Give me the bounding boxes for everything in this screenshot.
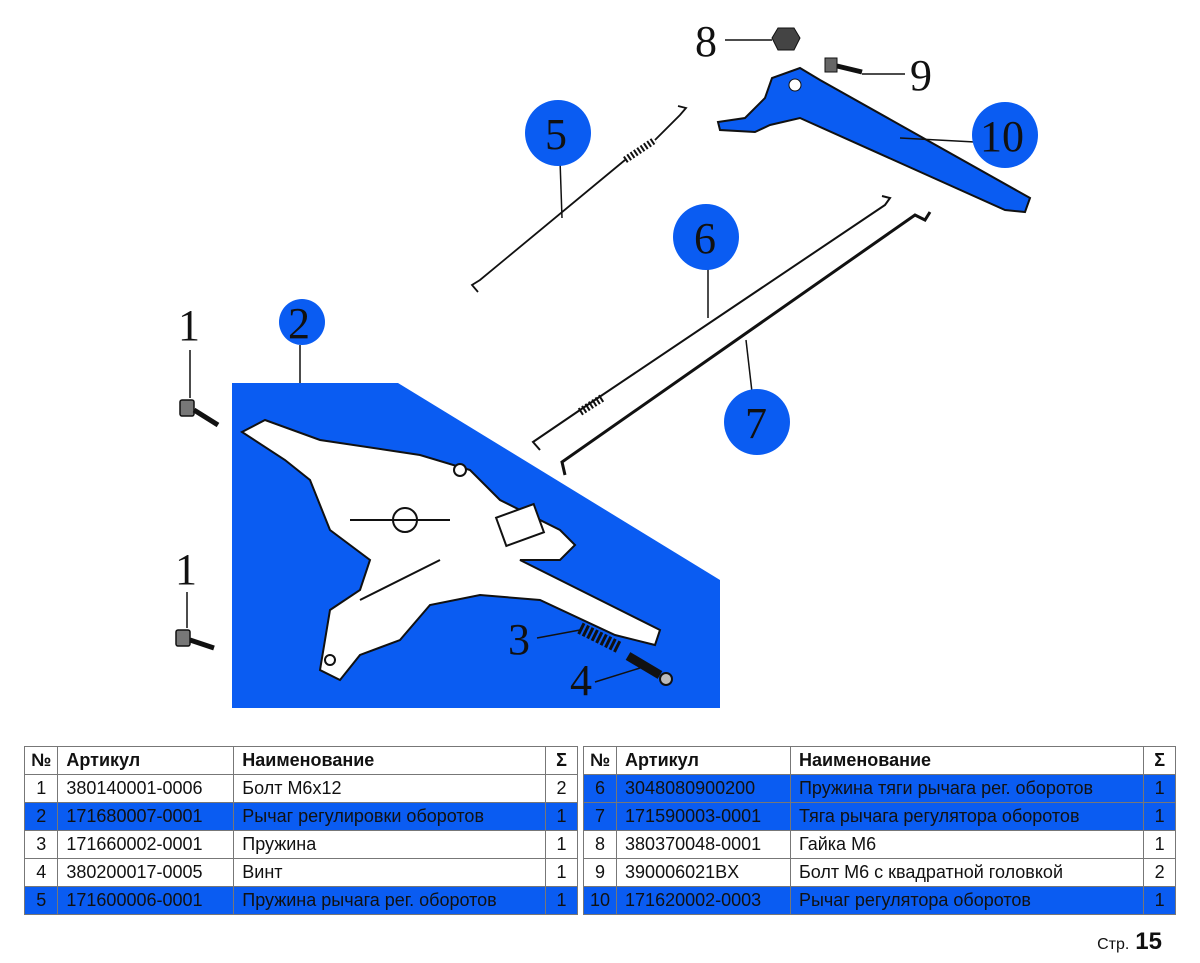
screw-4-drawing [625,652,673,686]
callout-8: 8 [695,17,717,66]
callout-1a: 1 [178,301,200,350]
cell-name: Пружина тяги рычага рег. оборотов [789,774,1145,803]
svg-text:9: 9 [910,51,932,100]
header-name: Наименование [233,746,547,775]
svg-text:4: 4 [570,656,592,705]
cell-no: 8 [582,830,618,859]
cell-no: 10 [582,886,618,915]
rod-7-drawing [560,211,932,476]
callout-6: 6 [673,204,739,270]
cell-article: 171660002-0001 [57,830,235,859]
svg-text:10: 10 [980,112,1024,161]
cell-name: Пружина [233,830,547,859]
nut-8-drawing [771,27,801,51]
header-no: № [582,746,618,775]
cell-qty: 1 [1143,886,1176,915]
cell-no: 7 [582,802,618,831]
cell-qty: 1 [545,886,578,915]
cell-name: Винт [233,858,547,887]
cell-qty: 1 [1143,802,1176,831]
page-number: Стр. 15 [1097,928,1162,956]
cell-qty: 1 [545,802,578,831]
cell-name: Гайка М6 [789,830,1145,859]
cell-qty: 2 [545,774,578,803]
table-header: № Артикул Наименование Σ [23,746,578,775]
cell-name: Болт М6 с квадратной головкой [789,858,1145,887]
cell-qty: 1 [1143,774,1176,803]
table-header: № Артикул Наименование Σ [582,746,1176,775]
exploded-parts-diagram: 1 1 2 3 4 5 6 7 8 9 10 [175,17,1038,708]
header-qty: Σ [1143,746,1176,775]
cell-name: Тяга рычага регулятора оборотов [789,802,1145,831]
cell-article: 171590003-0001 [616,802,791,831]
cell-article: 380370048-0001 [616,830,791,859]
cell-qty: 1 [545,858,578,887]
cell-article: 380140001-0006 [57,774,235,803]
header-article: Артикул [57,746,235,775]
cell-no: 2 [23,802,59,831]
cell-article: 171600006-0001 [57,886,235,915]
cell-article: 3048080900200 [616,774,791,803]
svg-text:5: 5 [545,110,567,159]
svg-text:1: 1 [175,545,197,594]
header-no: № [23,746,59,775]
page-number-value: 15 [1135,928,1162,955]
cell-name: Пружина рычага рег. оборотов [233,886,547,915]
svg-text:8: 8 [695,17,717,66]
cell-article: 171680007-0001 [57,802,235,831]
callout-7: 7 [724,389,790,455]
cell-no: 5 [23,886,59,915]
cell-name: Рычаг регулятора оборотов [789,886,1145,915]
svg-text:1: 1 [178,301,200,350]
cell-article: 380200017-0005 [57,858,235,887]
callout-2: 2 [279,299,325,383]
callout-10: 10 [972,102,1038,168]
callout-3: 3 [508,615,530,664]
callout-5: 5 [525,100,591,166]
bolt-9-drawing [824,57,863,75]
page-label: Стр. [1097,936,1130,953]
throttle-bracket-drawing [240,418,662,682]
lever-10-drawing [716,66,1032,214]
header-name: Наименование [789,746,1145,775]
cell-no: 6 [582,774,618,803]
cell-name: Рычаг регулировки оборотов [233,802,547,831]
cell-qty: 2 [1143,858,1176,887]
cell-name: Болт М6х12 [233,774,547,803]
spring-3-drawing [577,622,623,654]
svg-text:7: 7 [745,399,767,448]
cell-qty: 1 [545,830,578,859]
cell-no: 9 [582,858,618,887]
cell-qty: 1 [1143,830,1176,859]
svg-text:3: 3 [508,615,530,664]
header-qty: Σ [545,746,578,775]
spring-5-drawing [470,105,688,293]
rod-6-drawing [531,195,892,451]
cell-article: 171620002-0003 [616,886,791,915]
callout-4: 4 [570,656,592,705]
callout-9: 9 [910,51,932,100]
header-article: Артикул [616,746,791,775]
cell-no: 4 [23,858,59,887]
cell-no: 1 [23,774,59,803]
bolt-1-drawing [175,399,220,651]
svg-text:6: 6 [694,214,716,263]
cell-no: 3 [23,830,59,859]
cell-article: 390006021BX [616,858,791,887]
callout-1b: 1 [175,545,197,594]
svg-text:2: 2 [288,299,310,348]
